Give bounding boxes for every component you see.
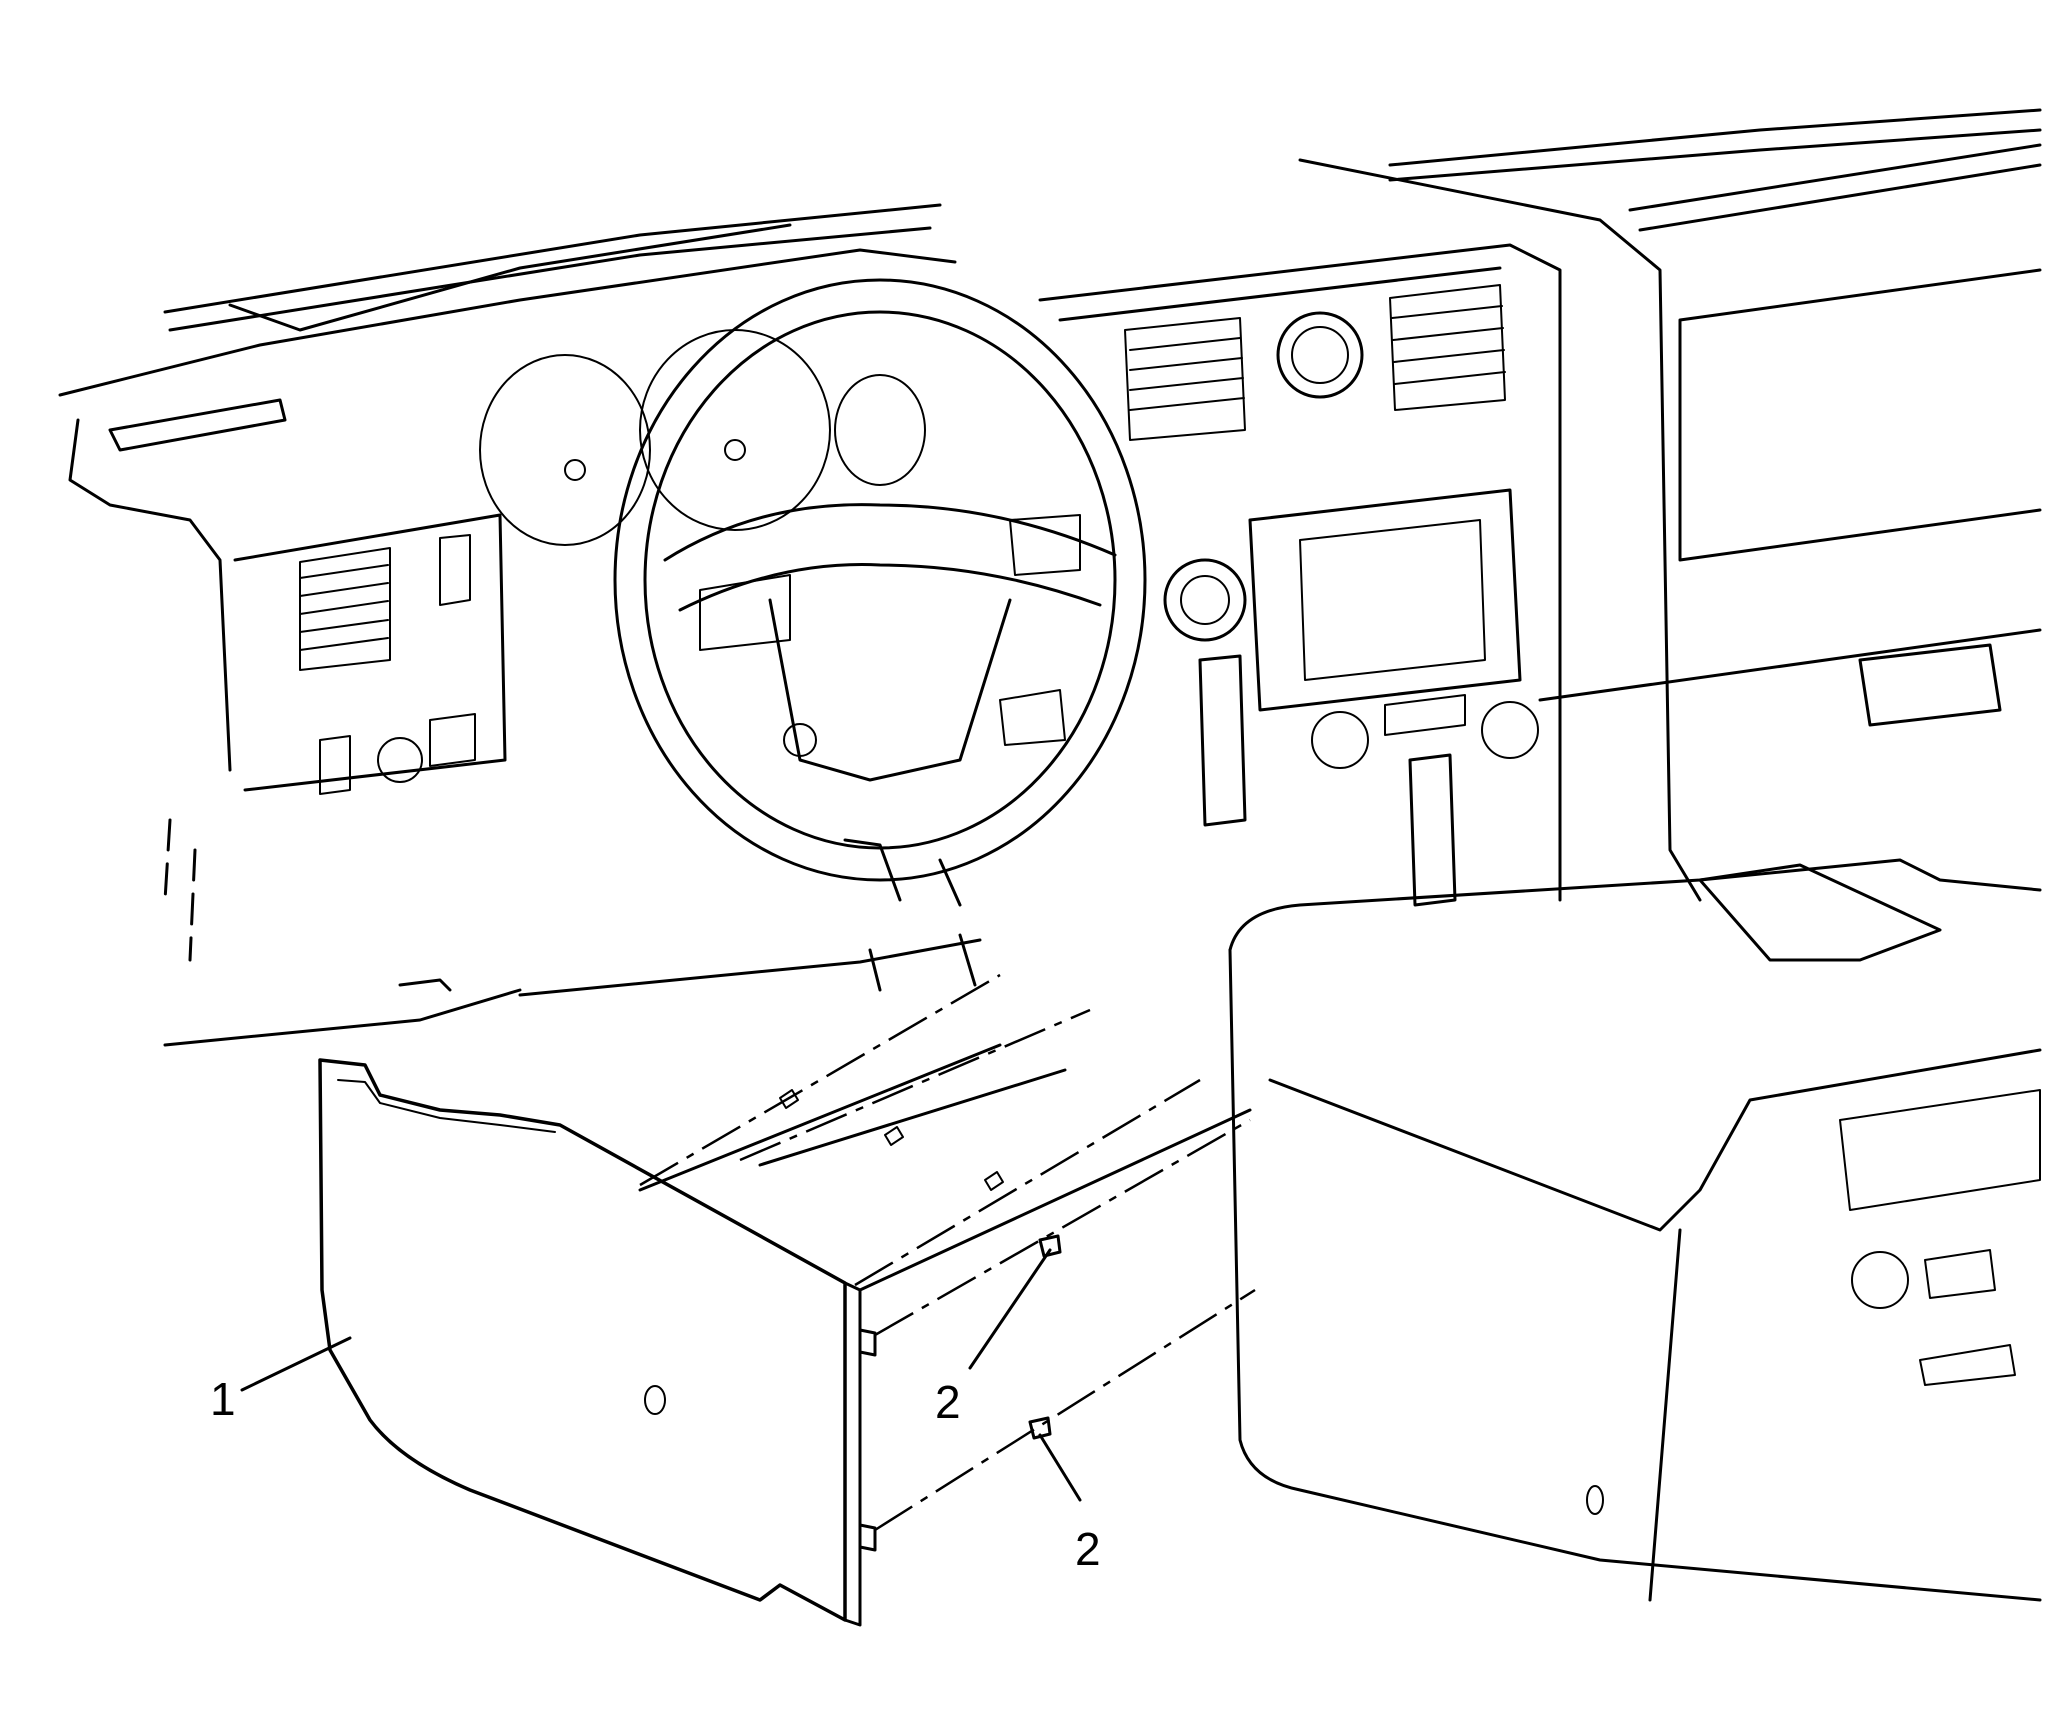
callout-2-lower: 2 [1075, 1523, 1101, 1575]
dashboard-passenger-side [1298, 108, 2042, 902]
callout-2-upper: 2 [935, 1376, 961, 1428]
callout-1: 1 [210, 1373, 236, 1425]
callout-leaders [240, 1248, 1082, 1502]
dashboard-driver-side [58, 203, 957, 962]
floor-console [1228, 858, 2042, 1602]
lower-dash-edge [163, 933, 982, 1047]
retainer-clips [779, 1089, 1062, 1440]
center-stack [1038, 243, 1562, 907]
instrument-cluster [479, 329, 926, 546]
alignment-lines [639, 973, 1256, 1532]
knee-bolster-panel [318, 1043, 1252, 1627]
steering-wheel [613, 278, 1147, 907]
